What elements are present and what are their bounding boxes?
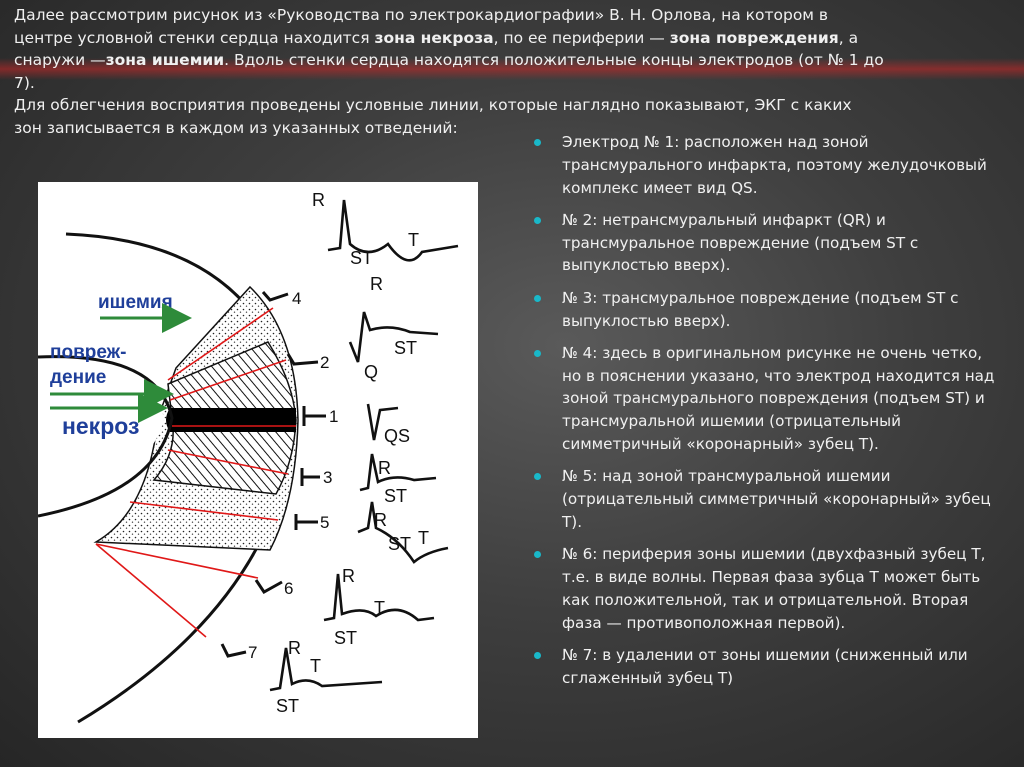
ecg-label-r: R xyxy=(370,274,383,294)
guide-line xyxy=(95,543,259,579)
intro-line-6: зон записывается в каждом из указанных о… xyxy=(14,118,458,137)
intro-line-4: 7). xyxy=(14,73,35,92)
injury-zone-term: зона повреждения xyxy=(669,28,839,47)
intro-text-segment: , по ее периферии — xyxy=(493,28,670,47)
explanation-text: № 4: здесь в оригинальном рисунке не оче… xyxy=(562,343,995,454)
intro-line-3: снаружи —зона ишемии. Вдоль стенки сердц… xyxy=(14,49,1010,72)
electrode-marker xyxy=(300,468,320,486)
explanation-item: № 7: в удалении от зоны ишемии (сниженны… xyxy=(532,644,1002,690)
ecg-label-st: ST xyxy=(276,696,299,716)
intro-text-segment: Далее рассмотрим рисунок из «Руководства… xyxy=(14,6,829,24)
ischemia-zone-term: зона ишемии xyxy=(105,51,225,69)
ecg-label-st: ST xyxy=(394,338,417,358)
ecg-label-t: T xyxy=(310,656,321,676)
explanation-item: № 3: трансмуральное повреждение (подъем … xyxy=(532,287,1002,333)
ecg-label-r: R xyxy=(378,458,391,478)
guide-line xyxy=(95,543,207,638)
inner-cavity xyxy=(38,361,164,510)
explanation-text: № 2: нетрансмуральный инфаркт (QR) и тра… xyxy=(562,210,919,275)
guide-line xyxy=(167,449,289,475)
explanation-item: № 2: нетрансмуральный инфаркт (QR) и тра… xyxy=(532,209,1002,277)
intro-text-segment: . Вдоль стенки сердца находятся положите… xyxy=(224,51,884,69)
bullet-dot-icon xyxy=(534,651,541,659)
ecg-label-q: Q xyxy=(364,362,378,382)
ecg-trace-7 xyxy=(269,647,383,692)
intro-text-segment: , а xyxy=(838,28,859,47)
electrode-number: 7 xyxy=(248,643,257,662)
explanation-item: № 5: над зоной трансмуральной ишемии (от… xyxy=(532,465,1002,533)
heart-wall-inner-arc xyxy=(38,355,174,518)
electrode-marker xyxy=(294,514,318,530)
intro-text: Далее рассмотрим рисунок из «Руководства… xyxy=(14,4,1010,139)
electrode-marker xyxy=(302,406,326,426)
electrode-number: 2 xyxy=(320,353,329,372)
ecg-label-qs: QS xyxy=(384,426,410,446)
explanation-text: № 6: периферия зоны ишемии (двухфазный з… xyxy=(562,545,986,632)
intro-line-1: Далее рассмотрим рисунок из «Руководства… xyxy=(14,4,1010,27)
ecg-label-st: ST xyxy=(350,248,373,268)
necrosis-zone xyxy=(166,408,296,432)
guide-line xyxy=(169,359,287,401)
zone-label-injury-2: дение xyxy=(50,367,106,388)
electrode-number: 6 xyxy=(284,579,293,598)
bullet-dot-icon xyxy=(534,349,541,357)
ecg-label-st: ST xyxy=(388,534,411,554)
bullet-dot-icon xyxy=(534,551,541,559)
intro-line-2: центре условной стенки сердца находится … xyxy=(14,27,1010,50)
ecg-trace-2 xyxy=(348,311,439,363)
ecg-traces xyxy=(269,199,459,692)
explanation-item: Электрод № 1: расположен над зоной транс… xyxy=(532,131,1002,199)
ecg-trace-6 xyxy=(323,573,435,622)
explanation-text: Электрод № 1: расположен над зоной транс… xyxy=(562,133,987,197)
title-accent-bar xyxy=(0,58,1024,80)
ecg-trace-1 xyxy=(366,403,399,441)
ecg-label-t: T xyxy=(418,528,429,548)
zone-label-injury-1: повреж- xyxy=(50,342,126,363)
intro-line-5: Для облегчения восприятия проведены усло… xyxy=(14,96,852,114)
electrode-number: 4 xyxy=(292,289,301,308)
intro-text-segment: центре условной стенки сердца находится xyxy=(14,28,375,47)
explanation-text: № 7: в удалении от зоны ишемии (сниженны… xyxy=(562,645,968,687)
explanation-text: № 3: трансмуральное повреждение (подъем … xyxy=(562,288,959,330)
guide-lines xyxy=(95,307,296,638)
ecg-label-t: T xyxy=(408,230,419,250)
ecg-zones-figure: ишемия повреж- дение некроз 4 2 1 3 5 6 … xyxy=(38,182,478,738)
electrode-marker xyxy=(261,291,289,302)
ecg-label-r: R xyxy=(342,566,355,586)
explanation-item: № 6: периферия зоны ишемии (двухфазный з… xyxy=(532,543,1002,634)
zone-label-ischemia: ишемия xyxy=(98,292,173,313)
bullet-dot-icon xyxy=(534,294,541,302)
bullet-dot-icon xyxy=(534,139,541,146)
ecg-trace-3 xyxy=(359,453,437,492)
zone-label-necrosis: некроз xyxy=(62,413,139,439)
ecg-label-st: ST xyxy=(334,628,357,648)
bullet-dot-icon xyxy=(534,216,541,224)
intro-text-segment: снаружи — xyxy=(14,51,106,69)
electrode-numbers: 4 2 1 3 5 6 7 xyxy=(248,289,338,662)
electrode-marker xyxy=(254,579,283,594)
ecg-label-r: R xyxy=(374,510,387,530)
ecg-trace-4 xyxy=(327,199,459,262)
electrode-number: 3 xyxy=(323,468,332,487)
guide-line xyxy=(129,501,279,521)
electrode-marker xyxy=(286,353,319,366)
ecg-wave-labels: R ST T R ST Q QS R ST R ST T R ST T R T … xyxy=(276,190,429,716)
necrosis-zone-term: зона некроза xyxy=(374,28,494,47)
electrode-markers xyxy=(220,291,326,658)
ecg-label-r: R xyxy=(312,190,325,210)
ecg-label-st: ST xyxy=(384,486,407,506)
explanation-item: № 4: здесь в оригинальном рисунке не оче… xyxy=(532,342,1002,456)
guide-line xyxy=(167,307,274,381)
ecg-trace-5 xyxy=(357,501,449,564)
explanation-text: № 5: над зоной трансмуральной ишемии (от… xyxy=(562,467,991,531)
electrode-marker xyxy=(220,643,247,658)
ecg-label-r: R xyxy=(288,638,301,658)
electrode-number: 1 xyxy=(329,407,338,426)
heart-wall-diagram: ишемия повреж- дение некроз 4 2 1 3 5 6 … xyxy=(38,190,459,724)
bullet-dot-icon xyxy=(534,473,541,481)
electrode-number: 5 xyxy=(320,513,329,532)
ecg-label-t: T xyxy=(374,598,385,618)
electrode-explanations: Электрод № 1: расположен над зоной транс… xyxy=(532,131,1002,699)
